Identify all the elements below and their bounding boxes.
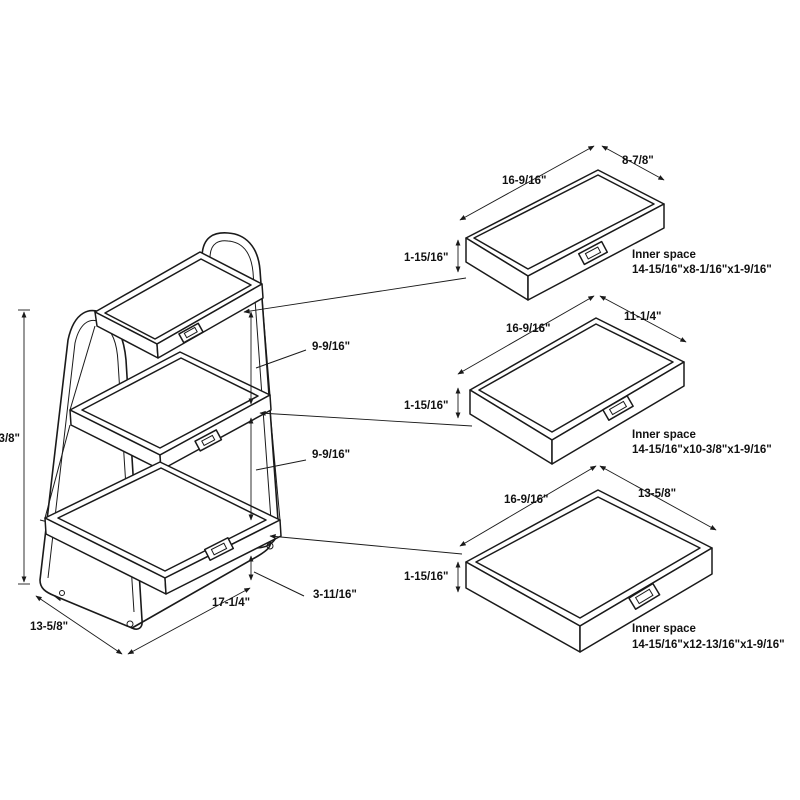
drawer-2-inner-label: Inner space — [632, 429, 696, 441]
pointer-arrows — [243, 277, 473, 555]
drawer-3-width-label: 16-9/16" — [504, 494, 548, 506]
bottom-clearance-label: 3-11/16" — [313, 589, 357, 601]
drawer-3-height-label: 1-15/16" — [404, 571, 448, 583]
drawer-1-height-label: 1-15/16" — [404, 252, 448, 264]
shelf-unit-drawing — [39, 232, 282, 630]
drawer-3-inner-label: Inner space — [632, 623, 696, 635]
drawer-1-depth-label: 8-7/8" — [622, 155, 654, 167]
drawer-2-width-label: 16-9/16" — [506, 323, 550, 335]
drawer-3-drawing — [455, 465, 717, 653]
shelf-height-label: 32-3/8" — [0, 433, 20, 445]
shelf-dimensions — [18, 309, 307, 655]
shelf-width-label: 17-1/4" — [212, 597, 250, 609]
front-frame — [39, 310, 143, 630]
drawer-3-inner-dims: 14-15/16"x12-13/16"x1-9/16" — [632, 639, 785, 651]
drawer-2-height-label: 1-15/16" — [404, 400, 448, 412]
drawer-1-width-label: 16-9/16" — [502, 175, 546, 187]
drawer-1-inner-dims: 14-15/16"x8-1/16"x1-9/16" — [632, 264, 772, 276]
shelf-depth-label: 13-5/8" — [30, 621, 68, 633]
back-frame — [201, 232, 280, 549]
drawer-1-inner-label: Inner space — [632, 249, 696, 261]
drawer-2-drawing — [455, 295, 687, 465]
drawer-2-depth-label: 11-1/4" — [624, 311, 661, 323]
lower-shelf-gap-label: 9-9/16" — [312, 449, 350, 461]
upper-shelf-gap-label: 9-9/16" — [312, 341, 350, 353]
drawer-2-inner-dims: 14-15/16"x10-3/8"x1-9/16" — [632, 444, 772, 456]
drawer-1-drawing — [455, 145, 665, 301]
drawer-3-depth-label: 13-5/8" — [638, 488, 676, 500]
